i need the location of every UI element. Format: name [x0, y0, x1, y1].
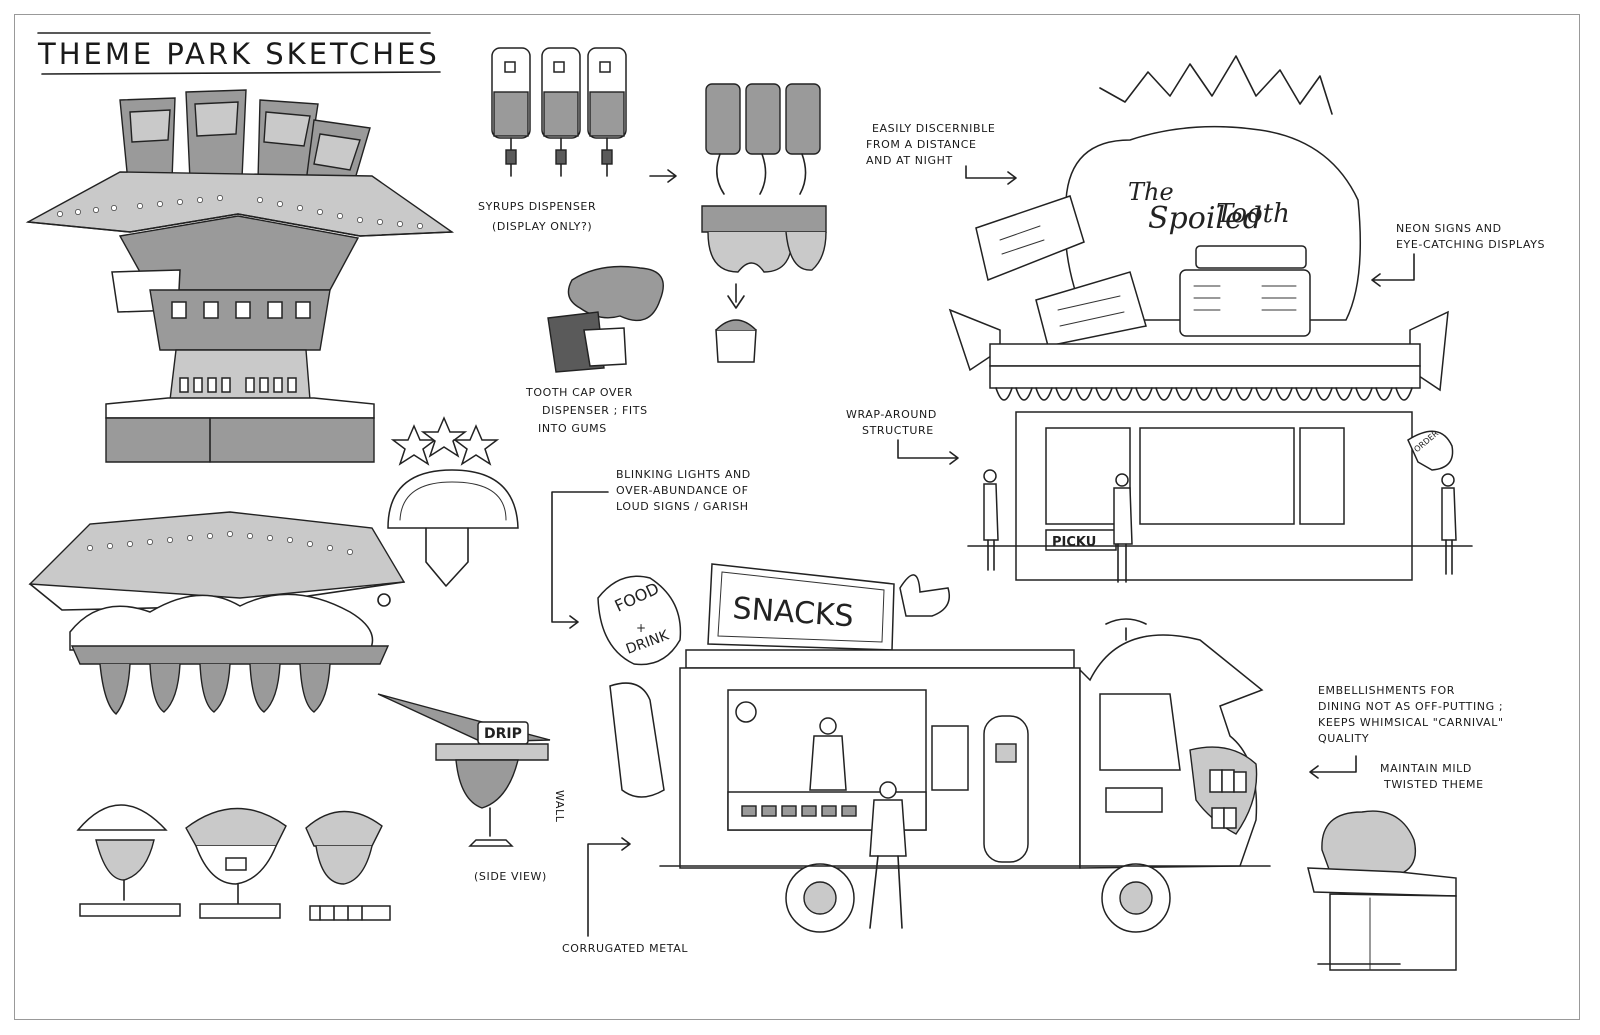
note-tooth-3: INTO GUMS [538, 422, 607, 435]
tower-stand-sketch [25, 89, 455, 463]
note-neon-2: EYE-CATCHING DISPLAYS [1396, 238, 1545, 251]
note-wrap-2: STRUCTURE [862, 424, 934, 437]
note-blinking-3: LOUD SIGNS / GARISH [616, 500, 749, 513]
note-embellish-4: QUALITY [1318, 732, 1369, 745]
arrow-icon [649, 169, 677, 183]
propeller-icon [1105, 618, 1147, 641]
sign-the: The [1128, 178, 1174, 206]
kiosk-teeth [995, 387, 1413, 401]
small-stands-sketch [76, 804, 391, 921]
sign-tooth: Tooth [1216, 199, 1290, 229]
syrup-dispenser-sketch: SYRUPS DISPENSER (DISPLAY ONLY?) [478, 47, 677, 233]
star-icon [390, 424, 438, 466]
note-blinking-1: BLINKING LIGHTS AND [616, 468, 751, 481]
order-arrow-icon [1407, 430, 1454, 471]
note-tooth-2: DISPENSER ; FITS [542, 404, 648, 417]
tower-ribbed [179, 377, 297, 393]
pickup-sign: PICKU [1052, 535, 1096, 550]
sign-spoiled: Spoiled [1148, 201, 1262, 236]
star-icon [452, 424, 500, 466]
food-truck-sketch: FOOD + DRINK SNACKS [597, 563, 1271, 933]
kiosk-sketch: The Spoiled Tooth PICKU ORDER [948, 55, 1473, 583]
note-embellish-1: EMBELLISHMENTS FOR [1318, 684, 1455, 697]
tower-windows [171, 301, 311, 319]
small-kiosk-sketch [1307, 810, 1457, 971]
note-syrups-1: SYRUPS DISPENSER [478, 200, 596, 213]
title-block: THEME PARK SKETCHES [37, 32, 441, 75]
sign-plus: + [636, 621, 646, 635]
note-corrugated: CORRUGATED METAL [562, 942, 688, 955]
tooth-cap-sketch: TOOTH CAP OVER DISPENSER ; FITS INTO GUM… [525, 265, 664, 435]
arrow-icon [551, 491, 609, 629]
sheet-border [14, 14, 1580, 1020]
note-tooth-1: TOOTH CAP OVER [525, 386, 633, 399]
drip-side-view-sketch: DRIP WALL (SIDE VIEW) [377, 693, 566, 883]
note-embellish-3: KEEPS WHIMSICAL "CARNIVAL" [1318, 716, 1504, 729]
note-easily-2: FROM A DISTANCE [866, 138, 977, 151]
arrow-icon [965, 165, 1017, 185]
arrow-icon [1309, 755, 1357, 779]
wall-label: WALL [553, 790, 566, 823]
arch-bulbs [87, 531, 353, 555]
dispenser-gums-sketch [701, 83, 827, 363]
tooth-roots [99, 663, 331, 715]
arrow-icon [897, 439, 959, 465]
tiara-stand-sketch [387, 416, 519, 587]
thumbs-up-icon [899, 574, 950, 617]
note-blinking-2: OVER-ABUNDANCE OF [616, 484, 749, 497]
note-syrups-2: (DISPLAY ONLY?) [492, 220, 592, 233]
tooth-canopy-sketch [28, 511, 406, 715]
note-maintain-2: TWISTED THEME [1383, 778, 1484, 791]
star-icon [420, 416, 468, 458]
note-easily-1: EASILY DISCERNIBLE [872, 122, 995, 135]
counter-items [741, 805, 857, 817]
canopy-bulbs [57, 195, 423, 229]
page-title: THEME PARK SKETCHES [37, 37, 440, 71]
drip-sign: DRIP [484, 726, 522, 742]
sign-snacks: SNACKS [731, 591, 854, 634]
arrow-icon [1371, 253, 1415, 287]
note-maintain-1: MAINTAIN MILD [1380, 762, 1472, 775]
kiosk-people [983, 469, 1457, 583]
note-easily-3: AND AT NIGHT [866, 154, 953, 167]
note-side-view: (SIDE VIEW) [474, 870, 547, 883]
note-wrap-1: WRAP-AROUND [846, 408, 937, 421]
note-neon-1: NEON SIGNS AND [1396, 222, 1502, 235]
menu-lines [999, 225, 1297, 327]
arrow-icon [587, 837, 631, 937]
truck-teeth [1209, 769, 1247, 829]
note-embellish-2: DINING NOT AS OFF-PUTTING ; [1318, 700, 1503, 713]
